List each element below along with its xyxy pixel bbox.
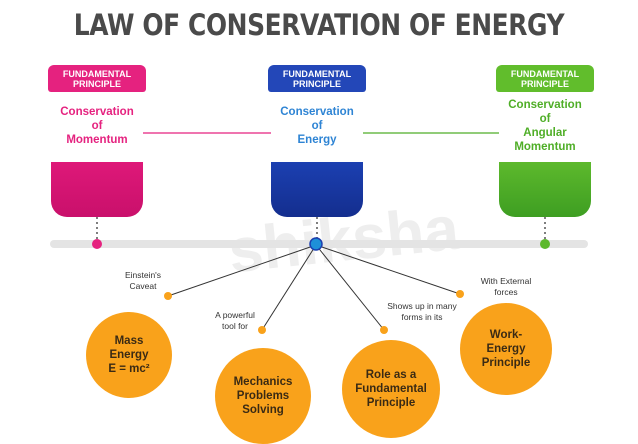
tab-text: PRINCIPLE xyxy=(520,78,569,89)
circle-text: Problems xyxy=(236,390,290,402)
circle-text: Fundamental xyxy=(355,383,427,395)
card-text: Conservation xyxy=(508,99,582,111)
card-conservation-of-angular-momentum: Conservation of Angular Momentum FUNDAME… xyxy=(496,65,594,217)
tab-text: FUNDAMENTAL xyxy=(510,68,580,79)
branch-label-einsteins-caveat: Einstein's Caveat xyxy=(108,270,178,292)
circle-text: Work- xyxy=(489,329,523,341)
circle-text: Solving xyxy=(242,404,284,416)
card-panel: Conservation of Energy xyxy=(271,90,363,162)
circle-mass-energy: Mass Energy E = mc² xyxy=(86,312,172,398)
circle-text: Energy xyxy=(486,343,526,355)
branch-label-external-forces: With External forces xyxy=(466,276,546,298)
circle-work-energy-principle: Work- Energy Principle xyxy=(460,303,552,395)
card-text: of xyxy=(91,120,103,132)
card-text: Conservation xyxy=(280,106,354,118)
spoke-dot xyxy=(380,326,388,334)
card-panel: Conservation of Momentum xyxy=(51,90,143,162)
tab-text: FUNDAMENTAL xyxy=(62,68,132,79)
card-panel: Conservation of Angular Momentum xyxy=(499,90,591,162)
label-text: A powerful xyxy=(215,310,255,320)
timeline-dot-pink xyxy=(92,239,102,249)
label-text: Einstein's xyxy=(124,270,162,280)
tab-text: PRINCIPLE xyxy=(292,78,341,89)
circle-text: Principle xyxy=(481,357,531,369)
card-text: Angular xyxy=(523,127,567,139)
card-text: of xyxy=(311,120,323,132)
tab-text: FUNDAMENTAL xyxy=(282,68,352,79)
circle-text: E = mc² xyxy=(108,363,150,375)
card-text: Energy xyxy=(297,134,337,146)
label-text: Shows up in many xyxy=(387,301,457,311)
page-title: LAW OF CONSERVATION OF ENERGY xyxy=(73,8,565,42)
label-text: Caveat xyxy=(129,281,157,291)
timeline-dot-blue xyxy=(309,237,323,251)
label-text: With External xyxy=(480,276,532,286)
label-text: forces xyxy=(494,287,518,297)
spoke-dot xyxy=(456,290,464,298)
card-text: Conservation xyxy=(60,106,134,118)
card-text: Momentum xyxy=(514,141,576,153)
circle-text: Mechanics xyxy=(233,376,293,388)
spoke-dot xyxy=(164,292,172,300)
circle-mechanics-problems-solving: Mechanics Problems Solving xyxy=(215,348,311,444)
card-text: Momentum xyxy=(66,134,128,146)
card-text: of xyxy=(539,113,551,125)
branch-label-powerful-tool: A powerful tool for xyxy=(200,310,270,332)
circle-text: Principle xyxy=(366,397,416,409)
timeline-dot-green xyxy=(540,239,550,249)
circle-text: Energy xyxy=(109,349,149,361)
label-text: tool for xyxy=(222,321,248,331)
tab-text: PRINCIPLE xyxy=(72,78,121,89)
branch-label-shows-up: Shows up in many forms in its xyxy=(374,301,470,323)
circle-text: Role as a xyxy=(365,369,417,381)
circle-fundamental-principle: Role as a Fundamental Principle xyxy=(342,340,440,438)
spoke-dot xyxy=(258,326,266,334)
label-text: forms in its xyxy=(401,312,443,322)
circle-text: Mass xyxy=(114,335,144,347)
